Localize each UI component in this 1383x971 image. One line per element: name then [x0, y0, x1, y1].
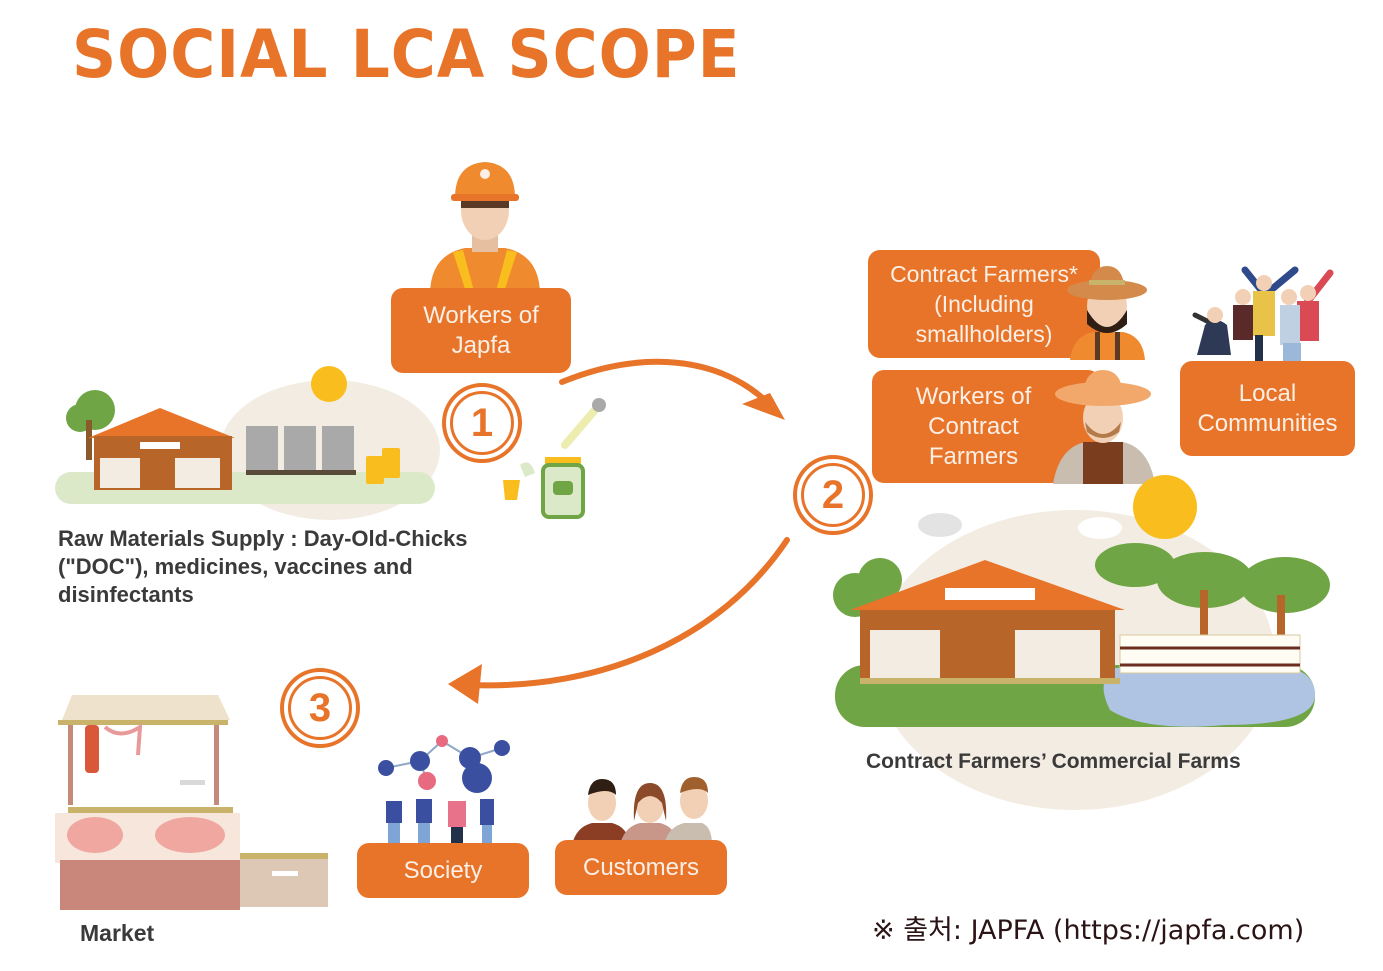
local-communities-box: Local Communities	[1180, 361, 1355, 456]
commercial-farm-illustration	[833, 475, 1330, 810]
stage-3-badge: 3	[280, 668, 360, 748]
contract-farmers-box: Contract Farmers* (Including smallholder…	[868, 250, 1100, 358]
contract-farmer-icon	[1067, 266, 1147, 360]
stage-1-number: 1	[470, 400, 494, 445]
source-note: ※ 출처: JAPFA (https://japfa.com)	[872, 915, 1305, 946]
farm-worker-icon	[1053, 370, 1155, 484]
customers-box: Customers	[555, 840, 727, 895]
local-communities-people-icon	[1192, 266, 1334, 363]
workers-of-japfa-box: Workers of Japfa	[391, 288, 571, 373]
arrow-stage2-to-stage3	[467, 537, 790, 689]
stage-2-number: 2	[821, 472, 845, 517]
raw-materials-farm-illustration	[55, 366, 440, 520]
stage-3-caption: Market	[80, 920, 155, 946]
stage-1-caption: Raw Materials Supply : Day-Old-Chicks ("…	[58, 526, 468, 607]
stage-1-badge: 1	[442, 383, 522, 463]
arrow-head-2	[448, 664, 482, 704]
japfa-worker-icon	[430, 162, 540, 295]
stage-3-number: 3	[308, 685, 332, 730]
page-title: SOCIAL LCA SCOPE	[72, 16, 741, 93]
society-box: Society	[357, 843, 529, 898]
stage-2-badge: 2	[793, 455, 873, 535]
medicine-vaccine-icon	[503, 398, 606, 519]
society-network-icon	[378, 735, 510, 843]
workers-of-contract-farmers-box: Workers of Contract Farmers	[872, 370, 1100, 483]
customers-people-icon	[572, 777, 712, 845]
arrow-head-1	[742, 393, 785, 420]
stage-2-caption: Contract Farmers’ Commercial Farms	[866, 750, 1241, 773]
market-stall-illustration	[55, 695, 328, 910]
arrow-stage1-to-stage2	[559, 358, 773, 408]
